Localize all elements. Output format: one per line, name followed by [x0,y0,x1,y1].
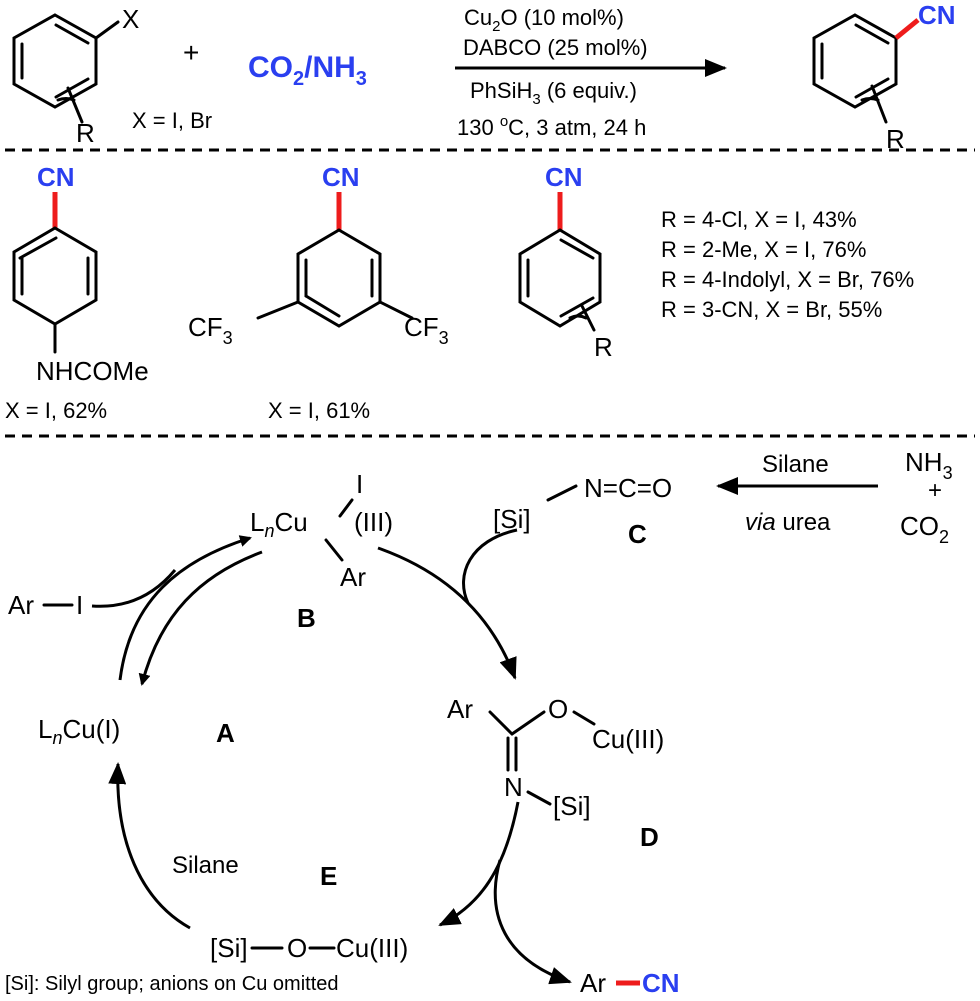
x-definition: X = I, Br [132,108,212,133]
c-entry-arrow [462,528,518,604]
yield-list: R = 4-Cl, X = I, 43% R = 2-Me, X = I, 76… [661,207,914,322]
ar-i-entry-arrow [91,569,177,608]
product-aryl: Ar [580,968,606,998]
c-label: C [628,519,647,549]
d-copper: Cu(III) [592,724,664,754]
silane-top-label: Silane [762,451,829,478]
c-isocyanate: N=C=O [584,473,672,503]
co2-label: CO2 [900,511,949,547]
product-r-label: R [886,124,905,154]
oxidative-addition-arrow [118,535,252,681]
b-label: B [297,603,316,633]
e-to-a-arrow [108,762,191,930]
ex2-cf3-right: CF3 [404,312,449,348]
footnote: [Si]: Silyl group; anions on Cu omitted [5,973,339,995]
d-si: [Si] [553,791,591,821]
d-aryl: Ar [447,694,473,724]
plus-sign: + [183,37,199,68]
via-urea-label: via urea [745,509,831,536]
condition-dabco: DABCO (25 mol%) [463,35,648,60]
d-nitrogen: N [504,772,523,802]
e-oxygen: O [287,933,307,963]
condition-cu2o: Cu2O (10 mol%) [464,5,624,35]
product-cn: CN [642,968,680,998]
yield-row: R = 3-CN, X = Br, 55% [661,297,882,322]
cycle-plus: + [928,477,942,504]
c-si-label: [Si] [493,504,531,534]
catalytic-cycle: NH3 + CO2 Silane via urea N=C=O [Si] C I… [5,447,953,998]
ex3-ring [518,228,602,332]
ar-i-iodine: I [76,590,83,620]
silane-left-label: Silane [172,852,239,879]
ex1-substituent: NHCOMe [36,356,149,386]
reverse-arrow [138,550,263,686]
product-release-arrow [493,859,572,985]
ex1-yield: X = I, 62% [5,398,107,423]
c-si-n-bond [546,484,578,502]
b-lncu: LnCu [250,507,308,541]
reactant-r-label: R [76,118,95,148]
d-o-cu-bond [572,710,596,726]
a-label: A [216,718,235,748]
ex3-r-label: R [594,332,613,362]
examples-section: CN NHCOMe X = I, 62% CN CF3 CF3 X = I, 6… [5,162,914,423]
d-to-e-arrow [438,801,520,927]
condition-phsih3: PhSiH3 (6 equiv.) [470,78,637,108]
ex1-cn-label: CN [37,162,75,192]
b-to-d-arrow [377,546,517,680]
reagent-co2-nh3: CO2/NH3 [248,51,367,90]
ex2-ring [256,228,414,328]
yield-row: R = 4-Cl, X = I, 43% [661,207,857,232]
yield-row: R = 2-Me, X = I, 76% [661,237,866,262]
ex2-yield: X = I, 61% [268,398,370,423]
ex1-ring [12,226,98,354]
b-aryl: Ar [340,562,366,592]
a-lncu: LnCu(I) [38,714,120,748]
product-ring [812,13,920,124]
yield-row: R = 4-Indolyl, X = Br, 76% [661,267,914,292]
reactant-ring [12,13,120,124]
reactant-x-label: X [122,4,139,34]
b-iodide: I [356,469,363,499]
ar-i-aryl: Ar [8,590,34,620]
top-reaction: X R + CO2/NH3 X = I, Br Cu2O (10 mol%) D… [12,0,956,154]
product-cn-label: CN [918,0,956,30]
b-cu-i-bond [338,498,354,518]
d-label: D [640,822,659,852]
b-oxidation: (III) [354,507,393,537]
d-oxygen: O [548,694,568,724]
e-copper: Cu(III) [336,933,408,963]
e-label: E [320,861,337,891]
d-n-si-bond [526,790,552,806]
d-ar-c-bond [488,710,514,736]
ex2-cn-label: CN [322,162,360,192]
e-si: [Si] [210,933,248,963]
ex3-cn-label: CN [545,162,583,192]
condition-temperature: 130 oC, 3 atm, 24 h [457,113,646,140]
d-c-o-bond [510,710,546,736]
ex2-cf3-left: CF3 [188,312,233,348]
b-cu-ar-bond [324,538,344,562]
